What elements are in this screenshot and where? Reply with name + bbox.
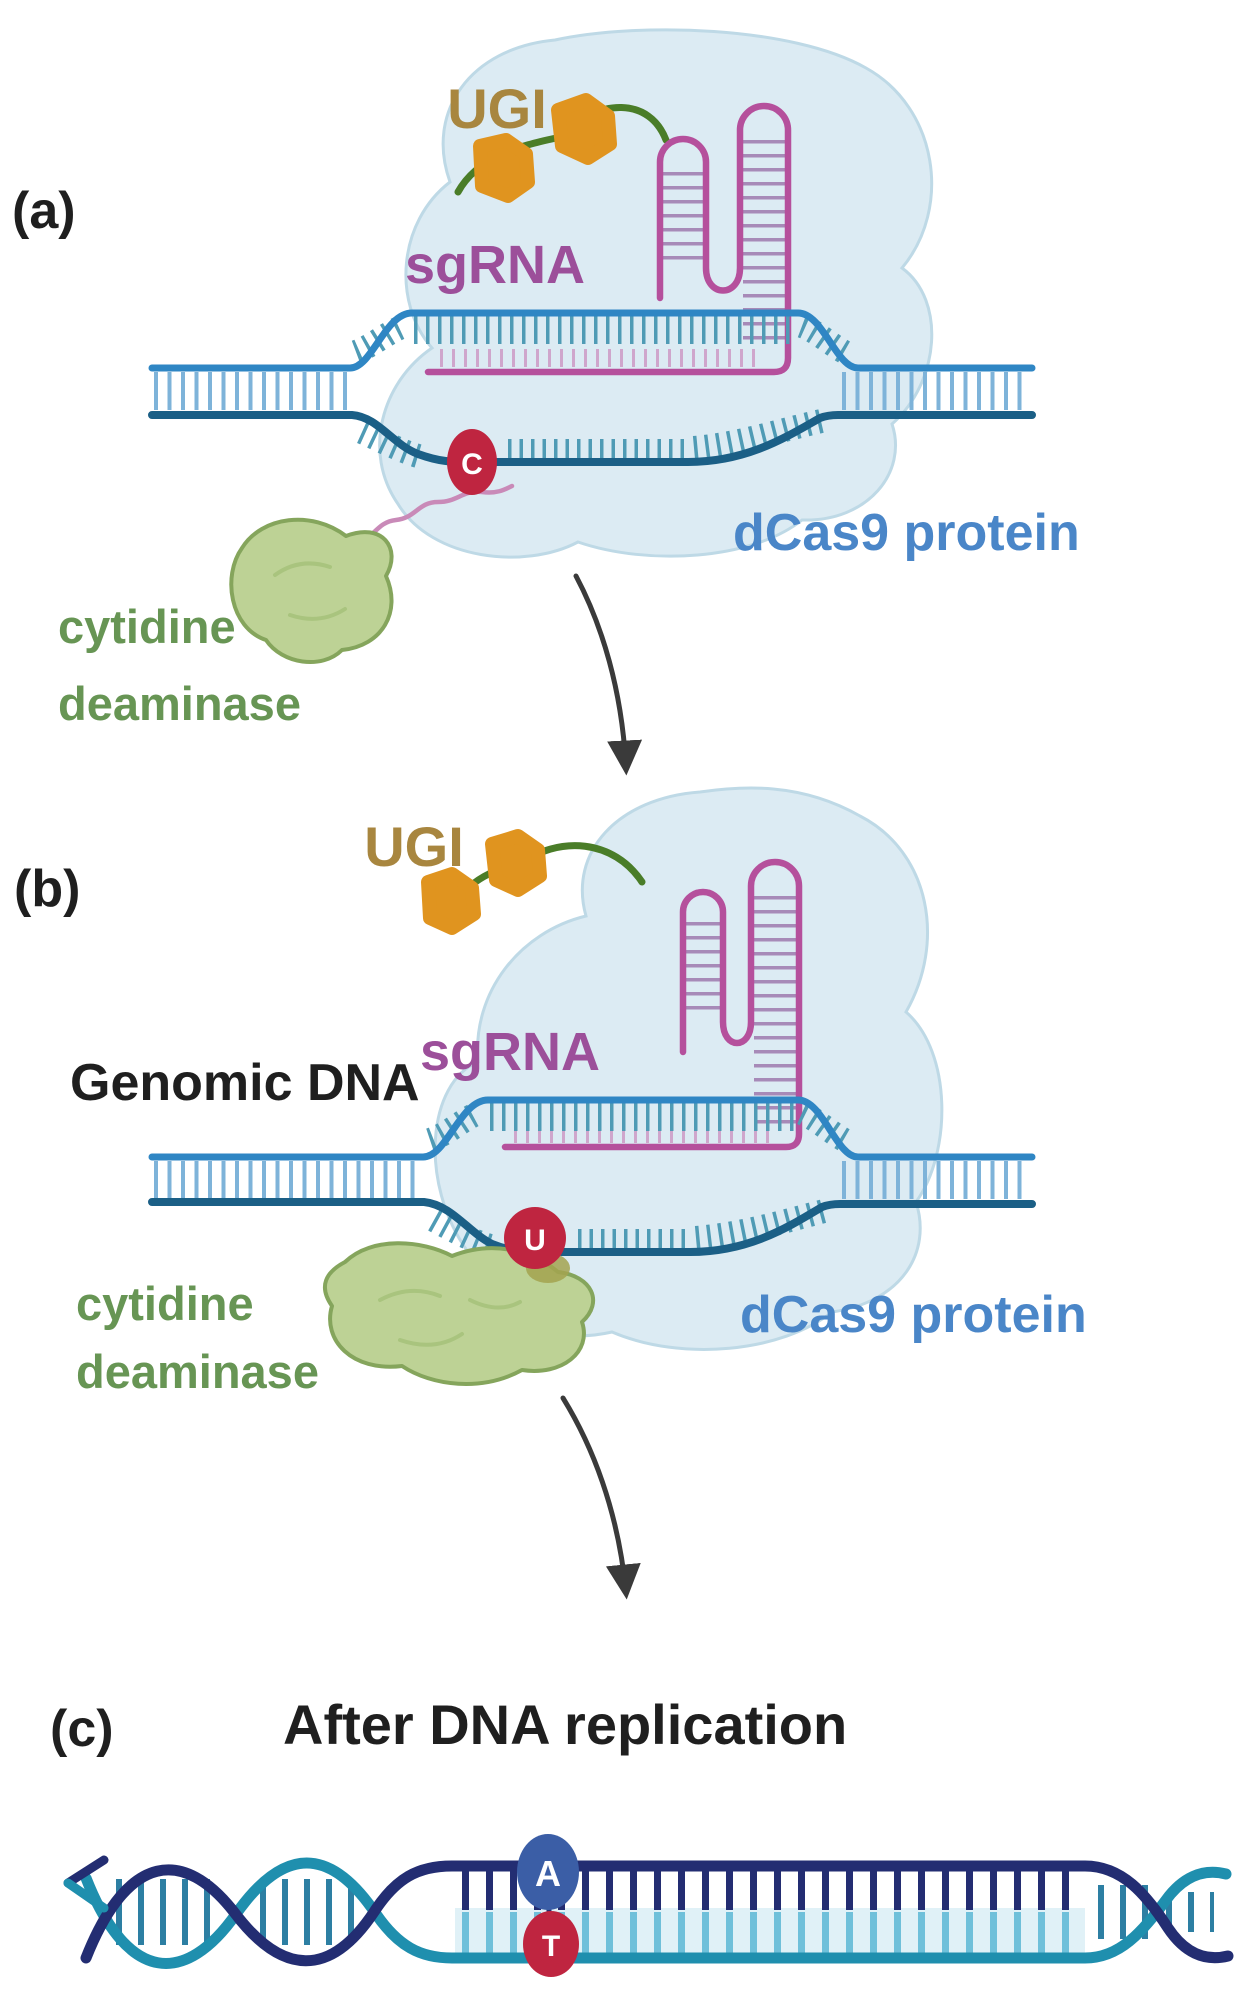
- genomic-dna-label: Genomic DNA: [70, 1054, 420, 1112]
- panel-a: C (a) UGI sgRNA dCas9 protein cytidine d…: [12, 28, 1080, 730]
- ugi-blob-icon: [551, 93, 617, 165]
- arrow-b-to-c: [560, 1395, 641, 1600]
- deaminase-texture: [378, 1288, 442, 1302]
- dna-helix: A T: [63, 1834, 1234, 1977]
- deaminase-label-line1: cytidine: [76, 1277, 254, 1330]
- deaminase-linker: [349, 483, 515, 549]
- ugi-blob-icon: [473, 133, 535, 203]
- sgrna-label: sgRNA: [420, 1022, 600, 1082]
- base-a-letter: A: [535, 1853, 561, 1894]
- target-base-u-badge: [504, 1207, 566, 1269]
- dna-bottom-strand: [148, 1198, 1036, 1256]
- cytidine-deaminase-blob: [229, 517, 394, 665]
- helix-strand-navy: [80, 1860, 1234, 1967]
- dna-top-strand: [148, 309, 1036, 372]
- ugi-blob-icon: [421, 867, 481, 935]
- target-base-c-letter: C: [461, 448, 483, 481]
- panel-b-label: (b): [14, 860, 80, 918]
- ugi-blob-icon: [485, 829, 547, 897]
- arrow-a-to-b: [573, 573, 643, 776]
- base-t-letter: T: [542, 1930, 560, 1963]
- sgrna-label: sgRNA: [405, 235, 585, 295]
- deaminase-label-line2: deaminase: [58, 677, 301, 730]
- helix-left-tip: [63, 1855, 109, 1888]
- deaminase-texture: [468, 1298, 522, 1310]
- deaminase-label-line2: deaminase: [76, 1345, 319, 1398]
- ugi-label: UGI: [364, 815, 464, 878]
- dna-top-strand: [148, 1096, 1036, 1161]
- panel-a-label: (a): [12, 182, 76, 240]
- ugi-label: UGI: [447, 77, 547, 140]
- target-base-c-badge: [447, 429, 497, 495]
- dcas9-label: dCas9 protein: [733, 504, 1080, 562]
- sgrna-strand: [501, 858, 803, 1151]
- deaminase-texture: [288, 607, 347, 621]
- dna-fork-ticks: [797, 314, 854, 365]
- cytidine-deaminase-blob: [322, 1241, 595, 1386]
- panel-b: U (b) UGI Genomic DNA sgRNA dCas9 protei…: [14, 786, 1087, 1398]
- dcas9-label: dCas9 protein: [740, 1286, 1087, 1344]
- deaminase-texture: [398, 1332, 464, 1347]
- after-replication-title: After DNA replication: [283, 1693, 847, 1756]
- deaminase-texture: [273, 561, 332, 577]
- panel-c: (c) After DNA replication A T: [50, 1693, 1234, 1977]
- target-base-u-letter: U: [524, 1224, 546, 1257]
- sgrna-strand: [424, 102, 792, 376]
- dna-bottom-strand: [148, 411, 1036, 466]
- base-a-badge: [517, 1834, 579, 1910]
- deaminase-label-line1: cytidine: [58, 600, 236, 653]
- helix-left-tip: [63, 1878, 109, 1913]
- panel-c-label: (c): [50, 1700, 114, 1758]
- base-t-badge: [523, 1911, 579, 1977]
